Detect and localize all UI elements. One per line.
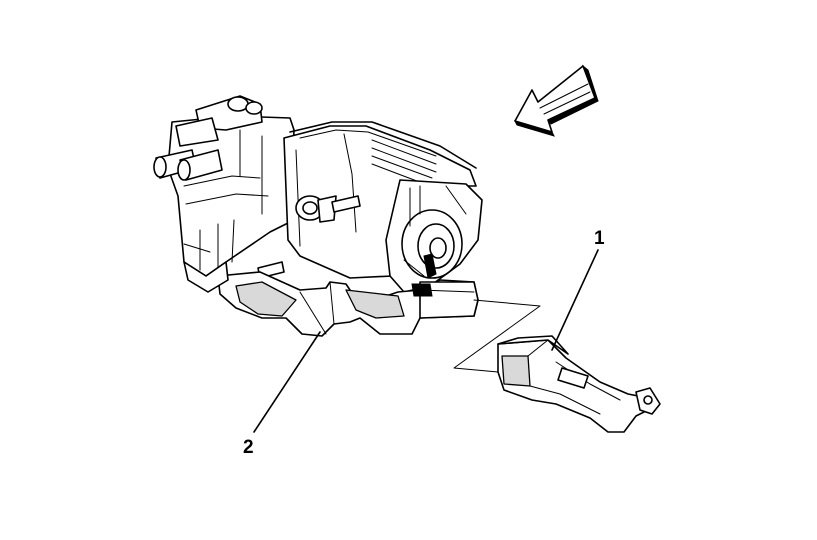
actuator-motor (295, 195, 337, 223)
callout-1: 1 (594, 228, 605, 249)
pipe-fittings (153, 95, 263, 181)
lower-duct (217, 271, 479, 337)
hvac-module-assembly (153, 95, 483, 337)
rear-floor-duct (497, 335, 661, 433)
blower-wheel (385, 179, 483, 293)
leader-line-2 (253, 331, 321, 433)
alignment-lines (453, 299, 541, 373)
callout-2: 2 (243, 437, 254, 458)
leader-line-1 (551, 249, 599, 351)
view-direction-arrow (514, 64, 599, 137)
